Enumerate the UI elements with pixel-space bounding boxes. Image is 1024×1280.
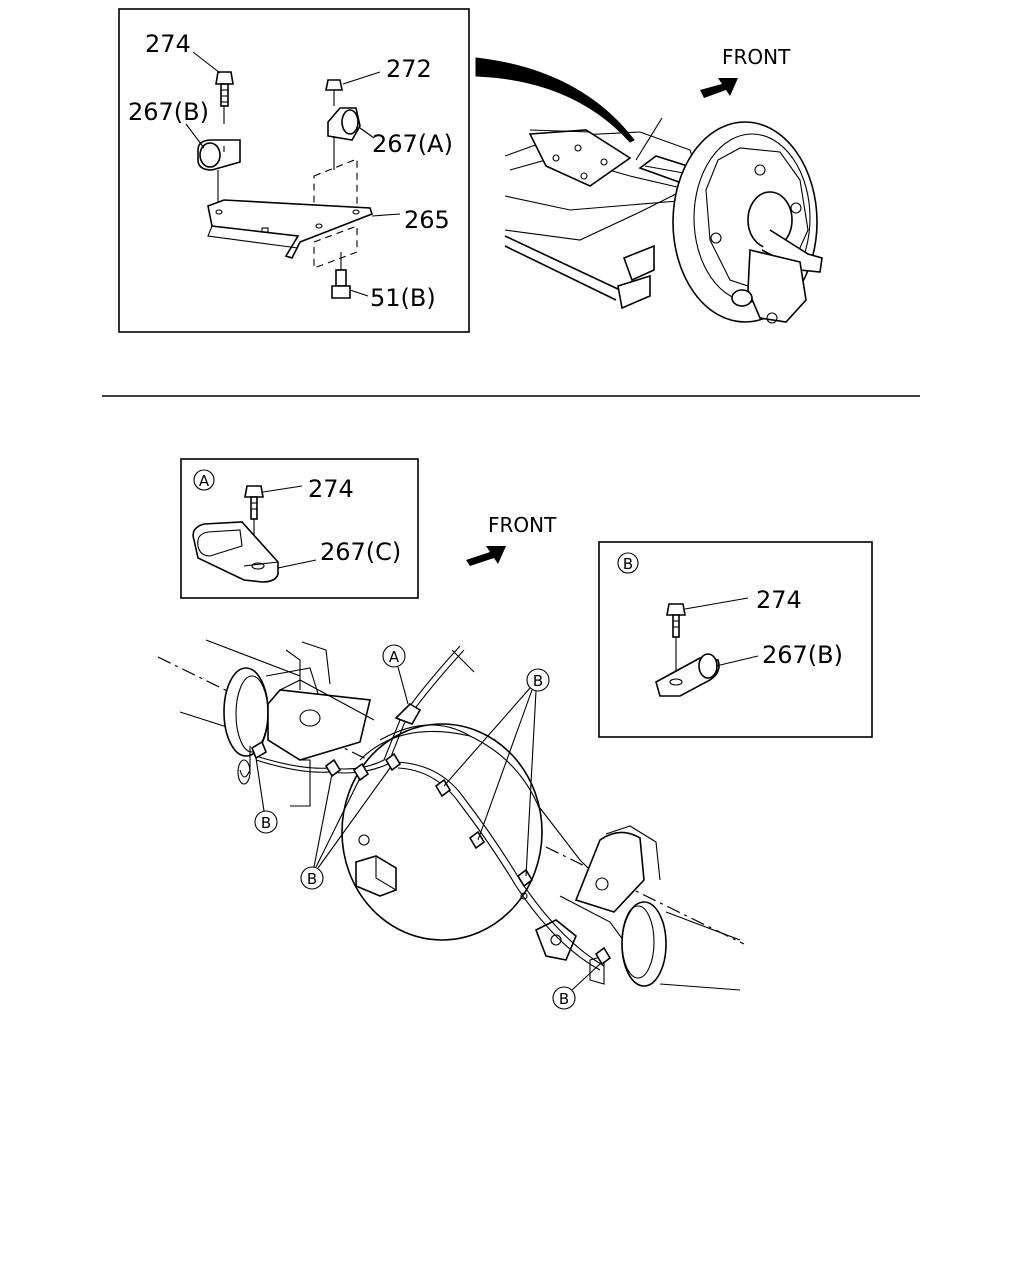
- top-inset-frame: [118, 8, 470, 333]
- label-267b-b: 267(B): [762, 641, 843, 669]
- callout-a-marker: [382, 644, 406, 668]
- inset-b-marker: [617, 552, 639, 574]
- inset-b-frame: [598, 541, 873, 738]
- clip-267b-part: [197, 139, 241, 206]
- callout-b-text-3: B: [307, 870, 317, 888]
- label-267a: 267(A): [372, 130, 453, 158]
- stud-51b-part: [331, 252, 351, 299]
- inset-b: B 274 267(B): [598, 541, 873, 738]
- bracket-265-part: [207, 199, 373, 259]
- callout-b-marker-3: [300, 866, 324, 890]
- bolt-274-b-part: [666, 603, 686, 672]
- label-51b: 51(B): [370, 284, 436, 312]
- clip-267a-part: [327, 107, 361, 170]
- front-label-bottom: FRONT: [488, 513, 557, 537]
- front-arrow-icon: [700, 78, 738, 98]
- bolt-274-part: [215, 71, 234, 124]
- inset-b-marker-text: B: [623, 555, 633, 573]
- callout-b-text-2: B: [261, 814, 271, 832]
- top-inset: 274 267(B) 272 267(A): [118, 8, 470, 333]
- label-265: 265: [404, 206, 450, 234]
- nut-272-part: [325, 79, 343, 106]
- label-274-top: 274: [145, 30, 191, 58]
- inset-a-marker: [193, 469, 215, 491]
- callout-b-text-1: B: [533, 672, 543, 690]
- label-272: 272: [386, 55, 432, 83]
- front-axle-illustration: FRONT: [475, 45, 823, 324]
- clip-267c-part: [192, 521, 279, 583]
- inset-a: A 274 267(C): [180, 458, 419, 599]
- front-arrow-bottom-icon: [466, 546, 506, 566]
- rear-axle-illustration: A B B B B: [157, 639, 745, 1010]
- inset-a-frame: [180, 458, 419, 599]
- label-274-a: 274: [308, 475, 354, 503]
- label-267b-top: 267(B): [128, 98, 209, 126]
- callout-b-marker-2: [254, 810, 278, 834]
- callout-b-marker-4: [552, 986, 576, 1010]
- callout-b-marker-1: [526, 668, 550, 692]
- callout-b-text-4: B: [559, 990, 569, 1008]
- inset-a-marker-text: A: [199, 472, 210, 490]
- clip-267b-b-part: [655, 653, 720, 697]
- callout-a-text: A: [389, 648, 400, 666]
- label-267c: 267(C): [320, 538, 401, 566]
- clip-markers: [251, 740, 612, 966]
- front-label-top: FRONT: [722, 45, 791, 69]
- label-274-b: 274: [756, 586, 802, 614]
